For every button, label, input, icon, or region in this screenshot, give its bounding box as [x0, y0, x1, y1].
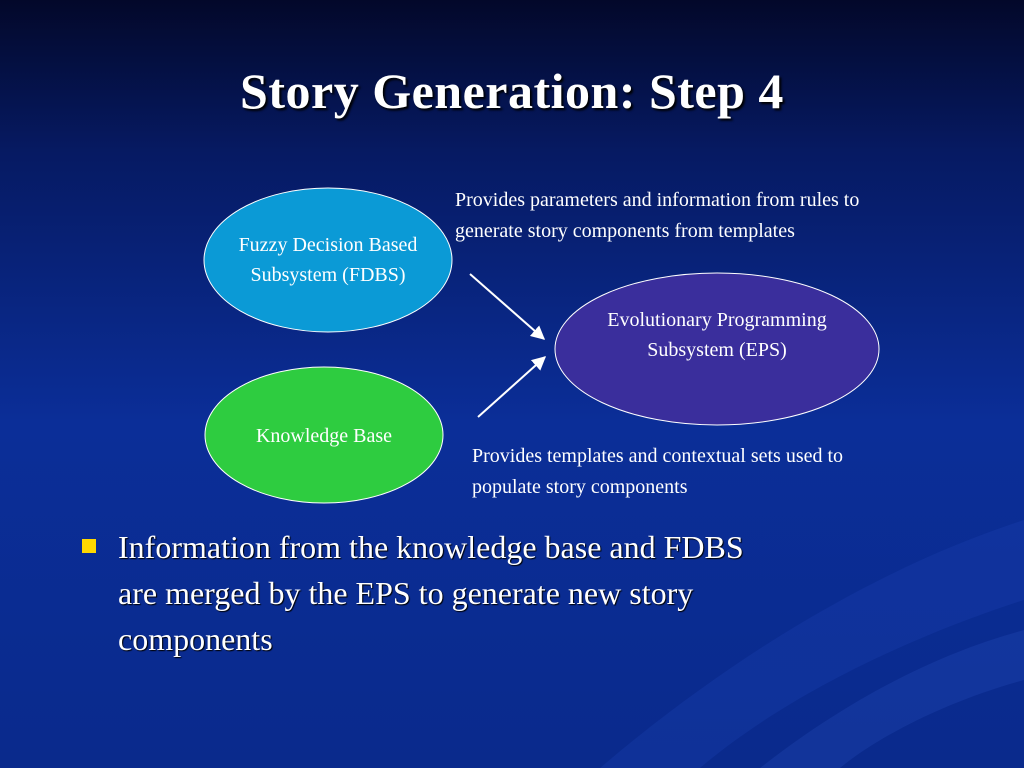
slide-title: Story Generation: Step 4: [240, 63, 784, 119]
knowledge-base-label-text: Knowledge Base: [255, 425, 393, 447]
fdbs-annotation-line2: generate story components from templates: [455, 220, 795, 242]
fdbs-label: Fuzzy Decision Based Subsystem (FDBS): [204, 230, 452, 290]
eps-label: Evolutionary Programming Subsystem (EPS): [555, 305, 879, 365]
bullet-line2: are merged by the EPS to generate new st…: [118, 575, 694, 611]
bullet-square-icon: [82, 539, 96, 553]
eps-label-line1: Evolutionary Programming: [607, 309, 827, 331]
fdbs-label-line1: Fuzzy Decision Based: [238, 234, 418, 256]
fdbs-label-line2: Subsystem (FDBS): [250, 264, 406, 286]
eps-node: [554, 272, 880, 426]
fdbs-annotation: Provides parameters and information from…: [455, 185, 995, 247]
fdbs-to-eps-arrow: [469, 273, 546, 340]
bullet-text: Information from the knowledge base and …: [118, 524, 898, 662]
fdbs-annotation-line1: Provides parameters and information from…: [455, 189, 860, 211]
fdbs-node: [203, 187, 453, 333]
knowledge-base-node: [204, 366, 444, 504]
kb-annotation: Provides templates and contextual sets u…: [472, 441, 992, 503]
bullet-line1: Information from the knowledge base and …: [118, 529, 744, 565]
kb-to-eps-arrow: [477, 356, 547, 418]
bullet-line3: components: [118, 621, 273, 657]
knowledge-base-label: Knowledge Base: [205, 421, 443, 451]
eps-label-line2: Subsystem (EPS): [647, 339, 787, 361]
kb-annotation-line2: populate story components: [472, 476, 688, 498]
kb-annotation-line1: Provides templates and contextual sets u…: [472, 445, 844, 467]
